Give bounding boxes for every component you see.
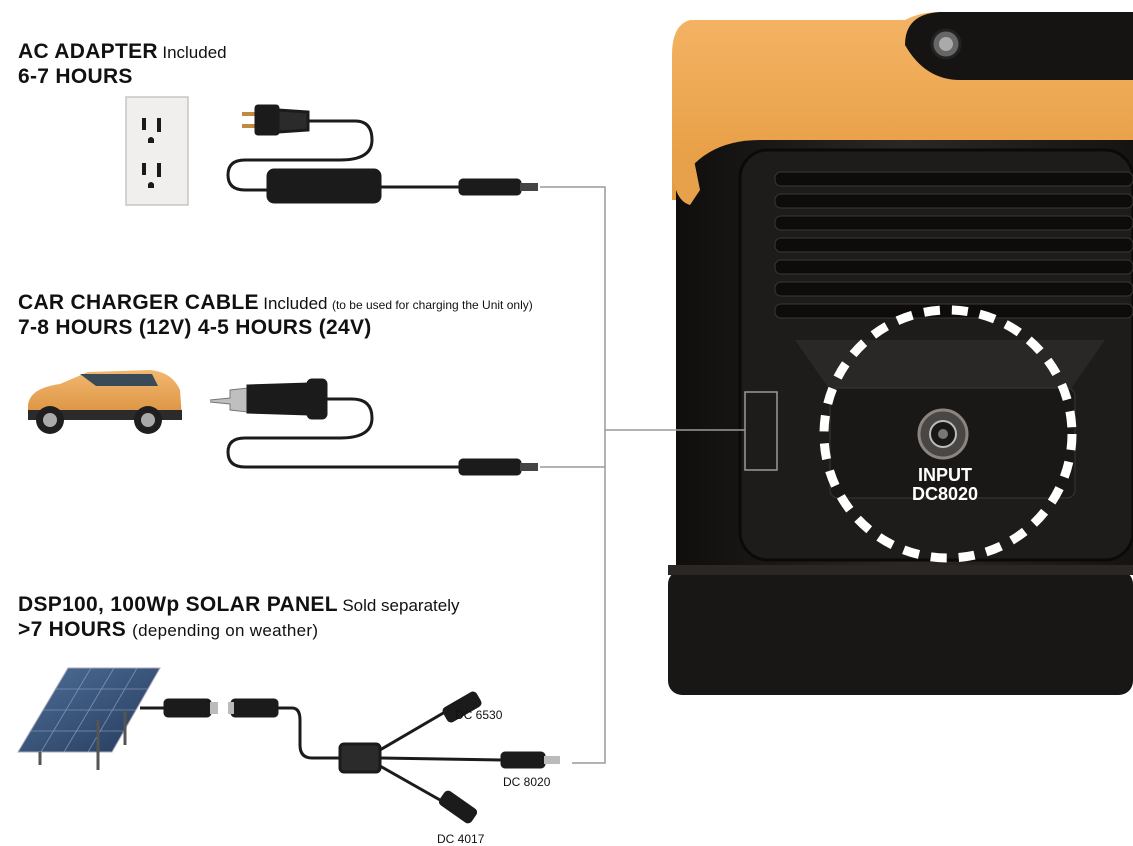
car-charger-title: CAR CHARGER CABLE [18,291,259,314]
input-port-line1: INPUT [918,465,972,485]
power-station [668,12,1133,695]
ac-adapter-title: AC ADAPTER [18,40,158,63]
ac-adapter-heading: AC ADAPTER Included 6-7 HOURS [18,40,227,88]
dc-6530-label: DC 6530 [455,708,503,722]
input-port-line2: DC8020 [911,484,979,504]
car-charger-note: Included [263,294,328,313]
car-charger-small-note: (to be used for charging the Unit only) [331,298,533,312]
solar-panel-note: Sold separately [342,596,460,615]
solar-panel-time-note: (depending on weather) [132,621,319,641]
solar-panel-time-line: >7 HOURS (depending on weather) [18,618,460,641]
ac-adapter [226,104,538,204]
solar-panel-time: >7 HOURS [18,618,127,642]
car-charger-heading: CAR CHARGER CABLE Included (to be used f… [18,291,533,339]
solar-panel-heading: DSP100, 100Wp SOLAR PANEL Sold separatel… [18,593,460,641]
car-image [28,370,182,434]
car-charger-cable [209,378,538,476]
bracket-lines [540,186,778,764]
dc-4017-label: DC 4017 [437,832,485,846]
solar-cable [140,691,560,824]
dc-8020-label: DC 8020 [503,775,551,789]
solar-panel-title: DSP100, 100Wp SOLAR PANEL [18,593,338,616]
wall-outlet [125,96,189,206]
ac-adapter-note: Included [162,43,227,62]
car-charger-time: 7-8 HOURS (12V) 4-5 HOURS (24V) [18,316,372,340]
solar-panel-image [17,667,161,770]
ac-adapter-time: 6-7 HOURS [18,65,133,89]
input-port-label: INPUT DC8020 [890,466,1000,504]
